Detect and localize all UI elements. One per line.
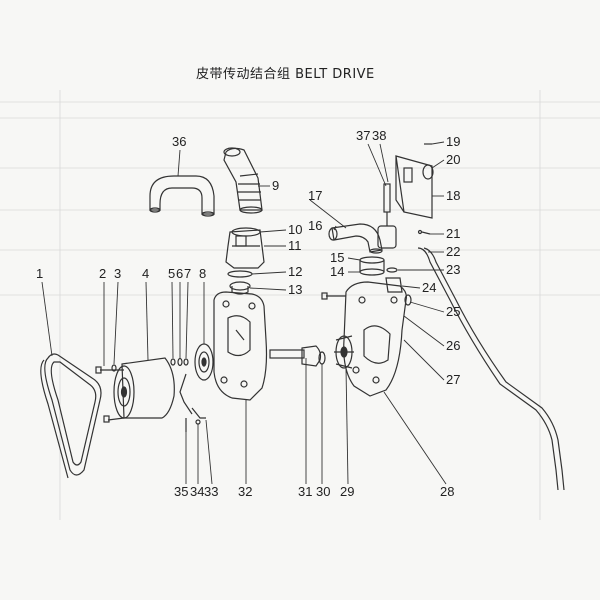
fittings-parts-23-to-27 [321, 267, 412, 306]
callout-30: 30 [316, 484, 330, 499]
sensor-bracket-parts-18-20-37-38 [377, 155, 434, 249]
callout-25: 25 [446, 304, 460, 319]
callout-24: 24 [422, 280, 436, 295]
callout-33: 33 [204, 484, 218, 499]
callout-27: 27 [446, 372, 460, 387]
callout-21: 21 [446, 226, 460, 241]
faint-table-background [0, 90, 600, 520]
callout-8: 8 [199, 266, 206, 281]
callout-16: 16 [308, 218, 322, 233]
callout-11: 11 [288, 238, 302, 253]
callout-20: 20 [446, 152, 460, 167]
callout-12: 12 [288, 264, 302, 279]
callout-26: 26 [446, 338, 460, 353]
callout-2: 2 [99, 266, 106, 281]
callout-13: 13 [288, 282, 302, 297]
callout-38: 38 [372, 128, 386, 143]
callout-29: 29 [340, 484, 354, 499]
callout-17: 17 [308, 188, 322, 203]
callout-34: 34 [190, 484, 204, 499]
callout-3: 3 [114, 266, 121, 281]
pump-housing-part-32 [213, 291, 268, 401]
alternator-part-4 [103, 357, 175, 423]
callout-18: 18 [446, 188, 460, 203]
bracket-parts-33-34-35 [179, 373, 206, 432]
callout-4: 4 [142, 266, 149, 281]
v-belt-part-1 [40, 353, 102, 479]
thermostat-housing-parts-10-11 [225, 227, 265, 269]
callout-22: 22 [446, 244, 460, 259]
long-pipe-part-22 [417, 247, 565, 491]
sealing-rings-parts-14-15 [359, 256, 385, 276]
callout-28: 28 [440, 484, 454, 499]
washer-part-3 [111, 364, 117, 372]
callout-10: 10 [288, 222, 302, 237]
callout-31: 31 [298, 484, 312, 499]
callout-7: 7 [184, 266, 191, 281]
elbow-pipe-parts-16-17 [328, 223, 383, 254]
curved-hose-part-36 [149, 175, 215, 217]
callout-35: 35 [174, 484, 188, 499]
diagram-title: 皮带传动结合组 BELT DRIVE [196, 67, 375, 82]
callout-9: 9 [272, 178, 279, 193]
pulley-part-8 [194, 343, 214, 381]
gaskets-parts-12-13 [227, 270, 253, 295]
callout-5: 5 [168, 266, 175, 281]
pump-cover-part-28 [343, 281, 407, 397]
callout-14: 14 [330, 264, 344, 279]
callout-6: 6 [176, 266, 183, 281]
small-washers-parts-5-6-7 [170, 357, 189, 367]
callout-37: 37 [356, 128, 370, 143]
callout-1: 1 [36, 266, 43, 281]
corrugated-hose-part-9 [223, 147, 263, 214]
callout-labels: 1 2 3 4 5 6 7 8 9 10 11 12 13 14 15 16 1… [36, 128, 460, 499]
fasteners-parts-19-21 [417, 143, 432, 235]
callout-19: 19 [446, 134, 460, 149]
callout-15: 15 [330, 250, 344, 265]
callout-36: 36 [172, 134, 186, 149]
shaft-bearing-parts-30-31 [269, 345, 326, 367]
callout-32: 32 [238, 484, 252, 499]
callout-23: 23 [446, 262, 460, 277]
leader-lines [41, 141, 447, 485]
